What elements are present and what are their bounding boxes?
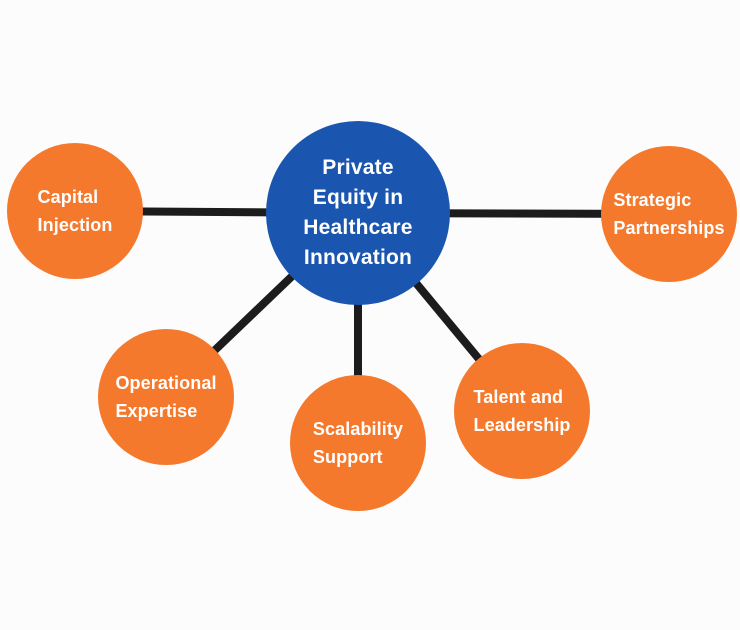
node-scalability-support: Scalability Support <box>290 375 426 511</box>
node-operational-expertise: Operational Expertise <box>98 329 234 465</box>
node-strategic-partnerships-label: Strategic Partnerships <box>613 190 725 238</box>
center-node-label: Private Equity in Healthcare Innovation <box>303 156 413 269</box>
node-talent-and-leadership: Talent and Leadership <box>454 343 590 479</box>
center-node-private-equity: Private Equity in Healthcare Innovation <box>266 121 450 305</box>
node-capital-injection-label: Capital Injection <box>37 187 113 235</box>
node-operational-expertise-label: Operational Expertise <box>115 373 217 421</box>
node-strategic-partnerships: Strategic Partnerships <box>601 146 737 282</box>
node-talent-and-leadership-label: Talent and Leadership <box>473 387 571 435</box>
node-capital-injection: Capital Injection <box>7 143 143 279</box>
node-scalability-support-label: Scalability Support <box>312 419 404 467</box>
